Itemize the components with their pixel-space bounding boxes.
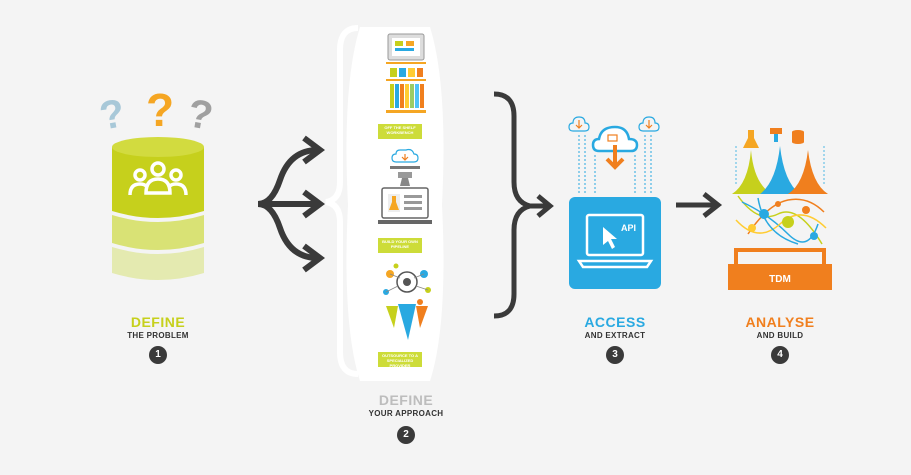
step-2-subtitle: YOUR APPROACH bbox=[368, 409, 444, 418]
step-1-number: 1 bbox=[149, 346, 167, 364]
arrow-to-analyse bbox=[676, 192, 723, 218]
tdm-label: TDM bbox=[769, 274, 791, 285]
right-brace bbox=[493, 91, 554, 319]
cloud-download-icon bbox=[391, 148, 419, 163]
workbench-icon bbox=[386, 33, 426, 113]
question-mark-center: ? bbox=[146, 84, 175, 136]
cursor-icon bbox=[603, 227, 617, 249]
step-1-subtitle: THE PROBLEM bbox=[127, 331, 189, 340]
step-3-subtitle: AND EXTRACT bbox=[584, 331, 646, 340]
step-4-title: ANALYSE bbox=[745, 314, 815, 330]
laptop-icon bbox=[585, 213, 645, 257]
question-mark-left: ? bbox=[96, 91, 128, 139]
option-caption-outsource: OUTSOURCE TO A SPECIALIZED PROVIDER bbox=[378, 352, 422, 368]
cloud-download-icon bbox=[591, 125, 639, 153]
pipeline-icon bbox=[378, 148, 432, 224]
flask-icon bbox=[389, 196, 399, 210]
access-extract-icon: API bbox=[568, 116, 661, 289]
option-caption-workbench: OFF THE SHELF WORKBENCH bbox=[378, 124, 422, 139]
step-2-title: DEFINE bbox=[378, 392, 434, 408]
step-1-title: DEFINE bbox=[130, 314, 186, 330]
problem-database-icon bbox=[112, 137, 204, 280]
step-4-subtitle: AND BUILD bbox=[756, 331, 804, 340]
option-caption-pipeline: BUILD YOUR OWN PIPELINE bbox=[378, 238, 422, 253]
left-brace bbox=[325, 25, 359, 377]
api-label: API bbox=[621, 223, 636, 233]
branch-arrows bbox=[204, 135, 325, 273]
step-3-number: 3 bbox=[606, 346, 624, 364]
outsource-icon bbox=[383, 263, 431, 340]
step-4-number: 4 bbox=[771, 346, 789, 364]
step-3-title: ACCESS bbox=[584, 314, 646, 330]
database-icon bbox=[792, 130, 804, 144]
people-icon bbox=[128, 161, 188, 196]
step-2-number: 2 bbox=[397, 426, 415, 444]
flask-icon bbox=[743, 130, 759, 148]
analyse-build-icon: TDM bbox=[728, 128, 832, 290]
